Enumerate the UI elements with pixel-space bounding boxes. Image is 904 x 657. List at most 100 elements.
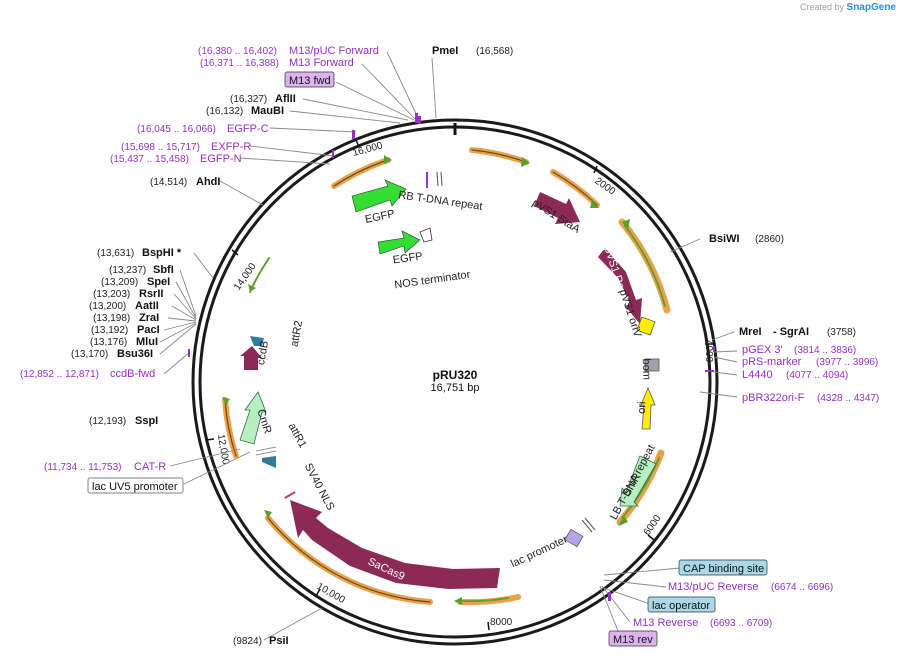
orf-arc-2 bbox=[550, 169, 600, 208]
enzyme-bsiwi-pos: (2860) bbox=[755, 234, 784, 245]
primer-marks bbox=[188, 113, 715, 601]
primer-m13puc-rev: M13/pUC Reverse bbox=[668, 581, 758, 593]
orf-arc-9 bbox=[331, 157, 391, 189]
primer-pgex3-pos: (3814 .. 3836) bbox=[794, 345, 856, 356]
lac-uv5-box bbox=[87, 477, 184, 494]
attr2-label: attR2 bbox=[289, 320, 305, 348]
enzyme-ahdi: AhdI bbox=[196, 176, 220, 188]
backbone-outer bbox=[191, 118, 719, 646]
primer-egfp-c-pos: (16,045 .. 16,066) bbox=[137, 124, 216, 135]
enzyme-aatii: AatII bbox=[135, 300, 159, 312]
enzyme-rsrii-pos: (13,203) bbox=[93, 289, 130, 300]
enzyme-aatii-pos: (13,200) bbox=[89, 301, 126, 312]
tick-16000: 16,000 bbox=[352, 140, 385, 159]
enzyme-mlui-pos: (13,176) bbox=[90, 337, 127, 348]
attr1-mark bbox=[262, 456, 276, 468]
snapgene-brand: Created by SnapGene bbox=[800, 2, 896, 13]
primer-prs-marker-pos: (3977 .. 3996) bbox=[816, 357, 878, 368]
enzyme-bsu36i-pos: (13,170) bbox=[71, 349, 108, 360]
primer-l4440-pos: (4077 .. 4094) bbox=[786, 370, 848, 381]
cap-site-label: CAP binding site bbox=[683, 563, 764, 575]
enzyme-mrei: MreI bbox=[739, 326, 762, 338]
enzyme-psii: PsiI bbox=[269, 635, 289, 647]
primer-l4440: L4440 bbox=[742, 369, 773, 381]
m13-rev-box bbox=[608, 630, 658, 647]
primer-m13-rev: M13 Reverse bbox=[633, 617, 698, 629]
enzyme-labels: PmeI (16,568) (16,327) AflII (16,132) Ma… bbox=[71, 45, 856, 647]
tick-8000: 8000 bbox=[490, 617, 513, 628]
attr1-lines bbox=[255, 446, 277, 456]
smr-arrow bbox=[619, 455, 657, 507]
orf-arc-1 bbox=[469, 147, 529, 165]
pvs1-oriv-box bbox=[636, 316, 656, 336]
lac-promoter-mark bbox=[564, 528, 584, 548]
primer-ccdb-fwd-pos: (12,852 .. 12,871) bbox=[20, 369, 99, 380]
boxed-labels: M13 fwd lac UV5 promoter CAP binding sit… bbox=[87, 71, 768, 647]
enzyme-spei: SpeI bbox=[147, 276, 170, 288]
rb-tdna-mark bbox=[426, 172, 428, 188]
lac-operator-box bbox=[647, 596, 716, 613]
ori-arrow bbox=[640, 386, 656, 430]
enzyme-bsiwi: BsiWI bbox=[709, 233, 740, 245]
m13-rev-label: M13 rev bbox=[613, 634, 653, 646]
primer-exfp-r-pos: (15,698 .. 15,717) bbox=[121, 142, 200, 153]
m13-fwd-box bbox=[284, 71, 335, 88]
nos-terminator-mark bbox=[419, 227, 433, 243]
attr1-label: attR1 bbox=[286, 421, 309, 450]
sv40-nls-label: SV40 NLS bbox=[302, 461, 337, 512]
primer-prs-marker: pRS-marker bbox=[742, 356, 802, 368]
leader-lines bbox=[159, 51, 738, 641]
enzyme-zrai-pos: (13,198) bbox=[93, 313, 130, 324]
sv40-nls-mark bbox=[284, 491, 296, 499]
enzyme-spei-pos: (13,209) bbox=[101, 277, 138, 288]
ccdb-label: ccdB bbox=[255, 340, 271, 366]
rb-tdna-label: RB T-DNA repeat bbox=[398, 189, 484, 213]
lac-promoter-label: lac promoter bbox=[509, 533, 570, 570]
enzyme-bsphi-pos: (13,631) bbox=[97, 248, 134, 259]
plasmid-length: 16,751 bp bbox=[431, 382, 480, 394]
tick-2000: 2000 bbox=[593, 176, 618, 198]
nos-terminator-label: NOS terminator bbox=[394, 269, 472, 292]
tick-10000: 10,000 bbox=[315, 581, 347, 606]
enzyme-sgrai-pos: (3758) bbox=[827, 327, 856, 338]
rb-tdna-lines bbox=[436, 171, 443, 187]
primer-egfp-n-pos: (15,437 .. 15,458) bbox=[110, 154, 189, 165]
plasmid-name: pRU320 bbox=[433, 368, 478, 382]
primer-ccdb-fwd: ccdB-fwd bbox=[110, 368, 155, 380]
egfp-label-2: EGFP bbox=[392, 250, 423, 266]
ori-label: ori bbox=[636, 401, 648, 414]
primer-pbr322ori-f-pos: (4328 .. 4347) bbox=[817, 393, 879, 404]
snapgene-logo: SnapGene bbox=[846, 2, 896, 13]
primer-labels: (16,380 .. 16,402) M13/pUC Forward (16,3… bbox=[20, 45, 879, 629]
enzyme-pmei: PmeI bbox=[432, 45, 458, 57]
primer-cat-r: CAT-R bbox=[134, 461, 166, 473]
enzyme-aflii-pos: (16,327) bbox=[230, 94, 267, 105]
tick-4000: 4000 bbox=[703, 340, 714, 363]
enzyme-bsu36i: Bsu36I bbox=[117, 348, 153, 360]
enzyme-sspi: SspI bbox=[135, 415, 158, 427]
pvs1-staa-arrow bbox=[534, 192, 580, 224]
primer-exfp-r: EXFP-R bbox=[211, 141, 251, 153]
enzyme-pmei-pos: (16,568) bbox=[476, 46, 513, 57]
bom-box bbox=[644, 358, 660, 372]
primer-m13-fwd-pos: (16,371 .. 16,388) bbox=[200, 58, 279, 69]
lac-operator-label: lac operator bbox=[652, 600, 710, 612]
enzyme-maubi-pos: (16,132) bbox=[206, 106, 243, 117]
enzyme-paci-pos: (13,192) bbox=[91, 325, 128, 336]
enzyme-sspi-pos: (12,193) bbox=[89, 416, 126, 427]
enzyme-rsrii: RsrII bbox=[139, 288, 163, 300]
enzyme-bsphi: BspHI * bbox=[142, 247, 182, 259]
created-by-text: Created by bbox=[799, 2, 845, 12]
primer-egfp-n: EGFP-N bbox=[200, 153, 242, 165]
egfp-label-1: EGFP bbox=[364, 208, 396, 226]
m13-fwd-label: M13 fwd bbox=[289, 75, 331, 87]
egfp-arrow-2 bbox=[377, 230, 421, 255]
enzyme-ahdi-pos: (14,514) bbox=[150, 177, 187, 188]
primer-m13puc-fwd: M13/pUC Forward bbox=[289, 45, 379, 57]
primer-m13-fwd: M13 Forward bbox=[289, 57, 354, 69]
sacas9-arrow bbox=[290, 500, 500, 589]
enzyme-mlui: MluI bbox=[136, 336, 158, 348]
enzyme-psii-pos: (9824) bbox=[233, 636, 262, 647]
enzyme-aflii: AflII bbox=[275, 93, 296, 105]
